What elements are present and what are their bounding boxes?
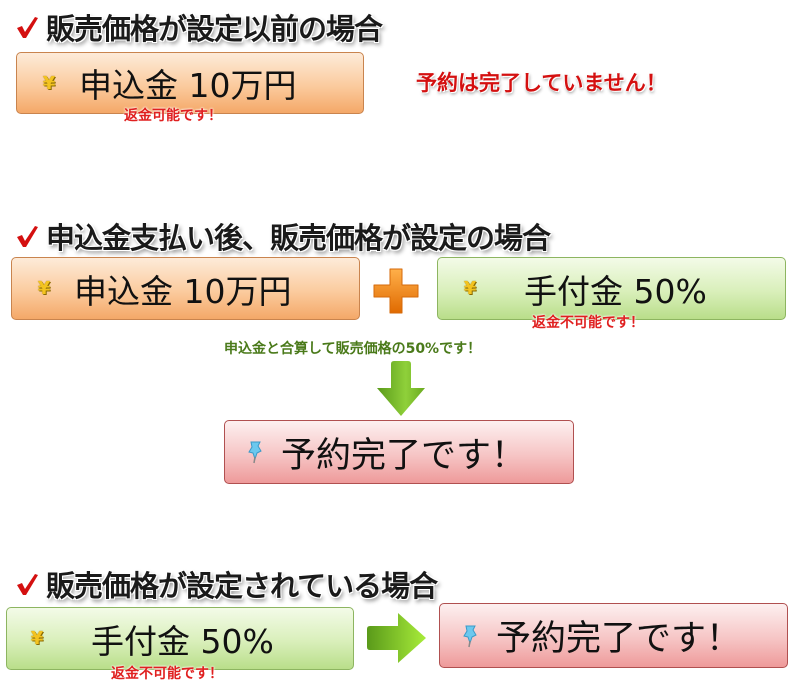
deposit-label: 申込金 10万円 <box>74 271 292 311</box>
deposit-box: ¥ 申込金 10万円 <box>16 52 364 114</box>
reservation-complete-label: 予約完了です！ <box>281 435 527 476</box>
pushpin-icon <box>248 441 262 464</box>
checkmark-icon <box>17 226 38 247</box>
down-payment-box: ¥ 手付金 50% <box>437 257 786 320</box>
yen-icon: ¥ <box>42 72 56 94</box>
yen-icon: ¥ <box>30 628 44 649</box>
reservation-complete-box: 予約完了です！ <box>439 603 788 668</box>
plus-icon <box>373 268 419 314</box>
arrow-down-icon <box>377 361 425 416</box>
section2-heading: 申込金支払い後、販売価格が設定の場合 <box>14 215 551 257</box>
section3-heading: 販売価格が設定されている場合 <box>14 563 438 605</box>
yen-icon: ¥ <box>37 278 51 299</box>
refundable-note: 返金可能です！ <box>124 108 222 124</box>
down-payment-box: ¥ 手付金 50% <box>6 607 354 670</box>
section2-heading-text: 申込金支払い後、販売価格が設定の場合 <box>46 221 551 255</box>
pushpin-icon <box>463 625 477 647</box>
deposit-label: 申込金 10万円 <box>79 66 297 105</box>
checkmark-icon <box>17 574 38 595</box>
not-reserved-warning: 予約は完了していません！ <box>416 71 667 95</box>
section3-heading-text: 販売価格が設定されている場合 <box>46 569 438 603</box>
checkmark-icon <box>17 17 38 38</box>
reservation-complete-label: 予約完了です！ <box>496 619 742 659</box>
reservation-complete-box: 予約完了です！ <box>224 420 574 484</box>
non-refundable-note: 返金不可能です！ <box>532 315 644 331</box>
section1-heading: 販売価格が設定以前の場合 <box>14 6 383 48</box>
yen-icon: ¥ <box>463 278 477 299</box>
down-payment-label: 手付金 50% <box>91 621 274 661</box>
section1-heading-text: 販売価格が設定以前の場合 <box>46 12 383 46</box>
combined-note: 申込金と合算して販売価格の50%です！ <box>224 341 482 357</box>
non-refundable-note: 返金不可能です！ <box>111 666 223 682</box>
deposit-box: ¥ 申込金 10万円 <box>11 257 360 320</box>
arrow-right-icon <box>367 613 426 663</box>
down-payment-label: 手付金 50% <box>524 271 707 311</box>
